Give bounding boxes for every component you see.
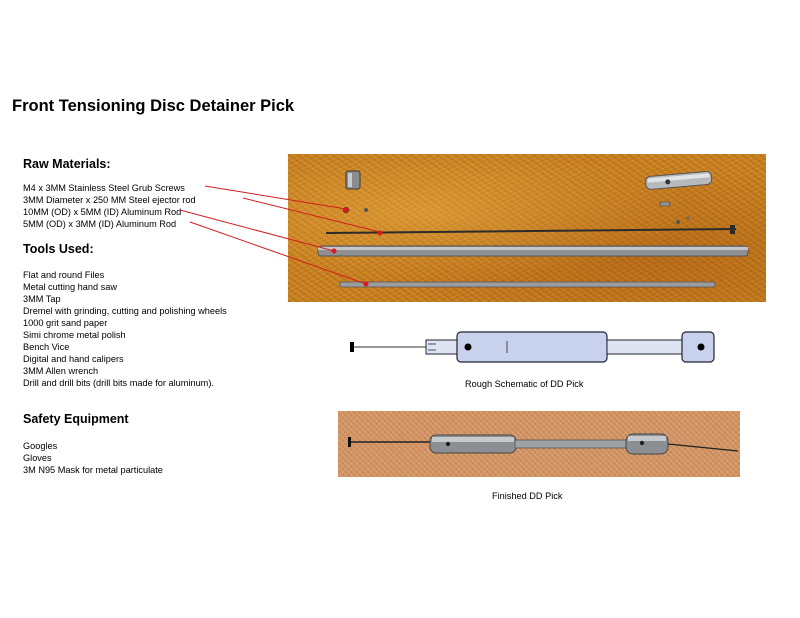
pointer-line-10mm-rod [179, 209, 335, 252]
grub-screw-highlight [348, 173, 352, 187]
tools-heading: Tools Used: [23, 242, 94, 256]
tube-highlight [647, 173, 710, 183]
finished-pick-photo [338, 411, 740, 477]
tool-item: Digital and hand calipers [23, 354, 124, 364]
schematic-shaft [606, 339, 684, 355]
finished-body-highlight [432, 437, 514, 442]
tool-item: Bench Vice [23, 342, 70, 352]
raw-material-item: M4 x 3MM Stainless Steel Grub Screws [23, 183, 185, 193]
aluminum-rod-5mm [339, 281, 716, 288]
aluminum-tube-piece [645, 170, 713, 190]
page-title: Front Tensioning Disc Detainer Pick [12, 97, 295, 115]
tools-list: Flat and round Files Metal cutting hand … [23, 269, 227, 389]
steel-ejector-rod [325, 228, 737, 234]
tool-item: Drill and drill bits (drill bits made fo… [23, 378, 214, 388]
schematic-diagram [350, 331, 715, 363]
raw-materials-heading: Raw Materials: [23, 157, 111, 171]
finished-pick-tip [348, 437, 351, 447]
safety-list: Googles Gloves 3M N95 Mask for metal par… [23, 440, 163, 476]
pointer-line-grub-screws [204, 185, 347, 210]
finished-grub-screw [639, 440, 645, 446]
ejector-rod-head [730, 225, 735, 234]
schematic-pick-tip [350, 342, 354, 352]
tool-item: Flat and round Files [23, 270, 105, 280]
finished-shaft [514, 439, 628, 449]
small-rod-piece [659, 201, 671, 207]
safety-item: Gloves [23, 453, 52, 463]
schematic-grub-screw [697, 343, 705, 351]
aluminum-rod-highlight [318, 247, 748, 250]
tool-item: 3MM Tap [23, 294, 61, 304]
raw-materials-photo-contents [317, 170, 749, 288]
schematic-main-body [456, 331, 608, 363]
raw-material-item: 5MM (OD) x 3MM (ID) Aluminum Rod [23, 219, 177, 229]
schematic-grub-screw [464, 343, 472, 351]
raw-materials-list: M4 x 3MM Stainless Steel Grub Screws 3MM… [23, 182, 196, 230]
small-screw [686, 216, 690, 220]
tool-item: 3MM Allen wrench [23, 366, 99, 376]
tool-item: Dremel with grinding, cutting and polish… [23, 306, 227, 316]
tool-item: Simi chrome metal polish [23, 330, 126, 340]
finished-grub-screw [445, 441, 451, 447]
finished-pick-contents [348, 433, 739, 455]
raw-materials-photo [288, 154, 766, 302]
raw-material-item: 3MM Diameter x 250 MM Steel ejector rod [23, 195, 196, 205]
tool-item: Metal cutting hand saw [23, 282, 117, 292]
safety-item: 3M N95 Mask for metal particulate [23, 465, 163, 475]
schematic-caption: Rough Schematic of DD Pick [465, 379, 584, 389]
small-screw [676, 220, 680, 224]
pointer-line-ejector-rod [242, 197, 381, 233]
finished-rear-rod [667, 443, 739, 452]
pointer-line-5mm-rod [189, 221, 367, 285]
safety-item: Googles [23, 441, 58, 451]
safety-heading: Safety Equipment [23, 412, 129, 426]
raw-material-item: 10MM (OD) x 5MM (ID) Aluminum Rod [23, 207, 182, 217]
schematic-front-sleeve [425, 339, 459, 355]
grub-screw [364, 208, 368, 212]
tube-hole [665, 179, 671, 185]
finished-caption: Finished DD Pick [492, 491, 563, 501]
tool-item: 1000 grit sand paper [23, 318, 108, 328]
finished-collar-highlight [628, 436, 666, 441]
